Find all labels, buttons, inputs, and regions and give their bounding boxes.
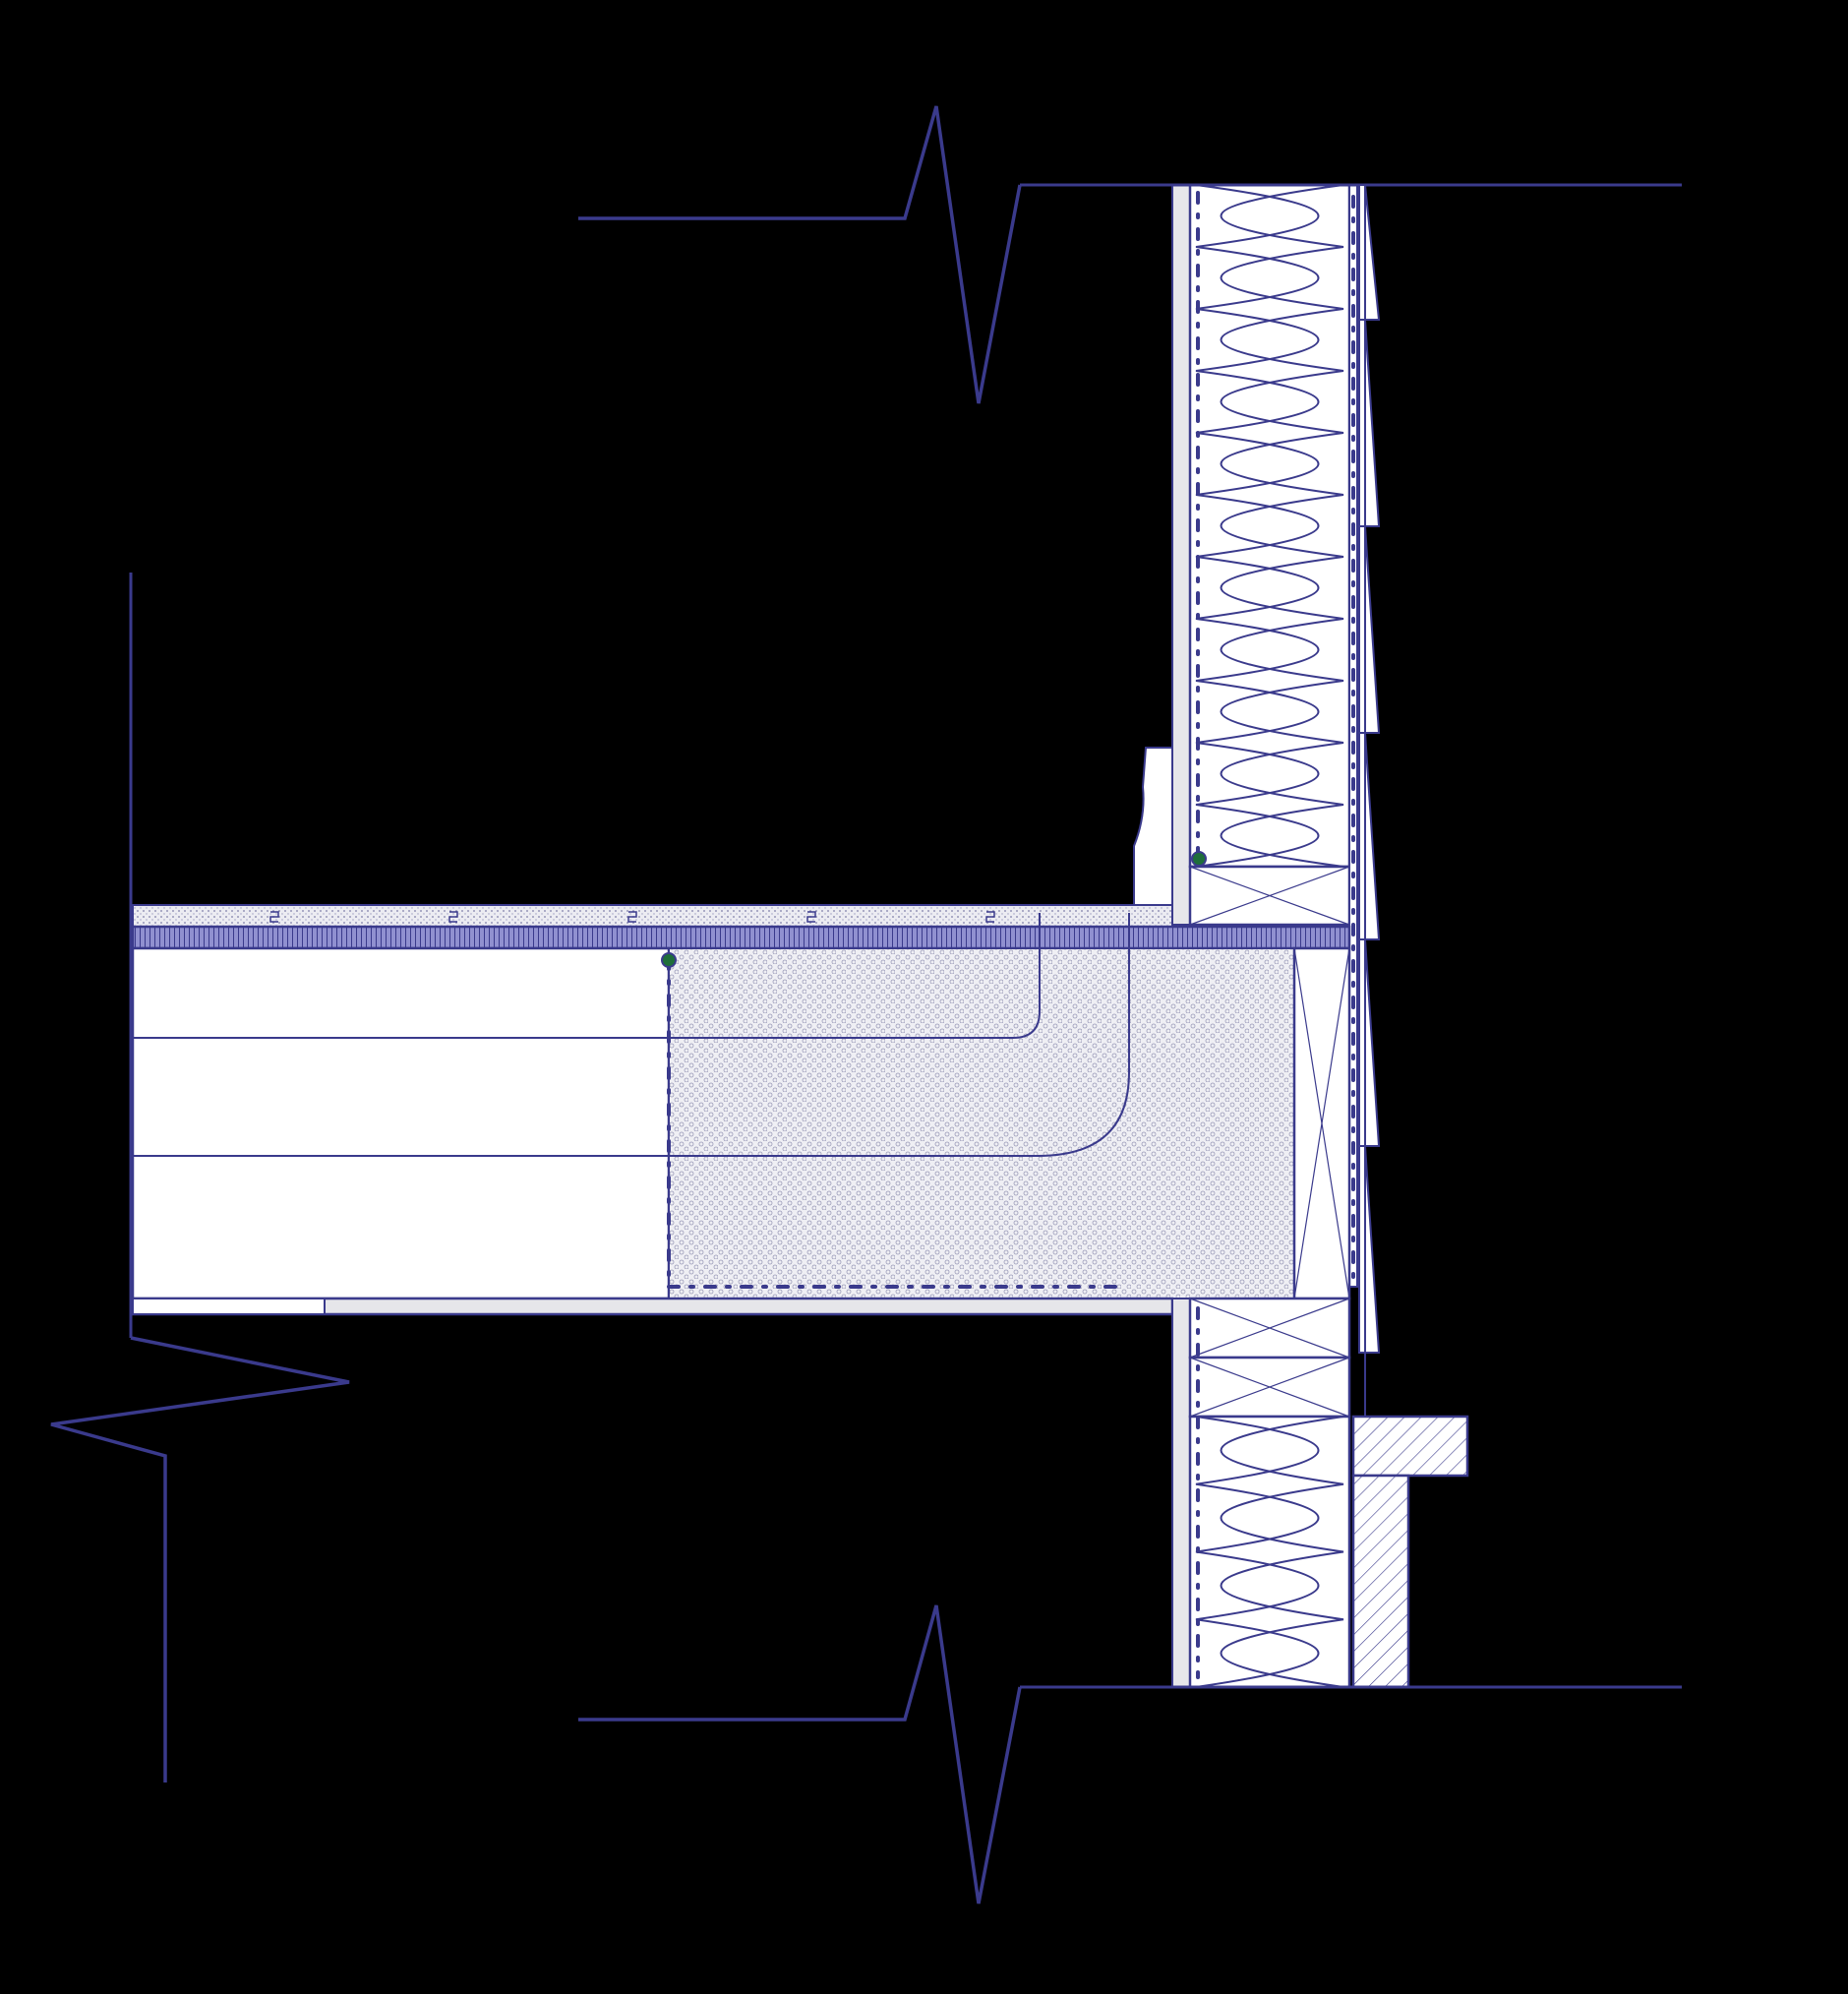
screed-clip-4	[806, 911, 816, 923]
siding-board-1	[1358, 184, 1381, 321]
upper-break-line	[578, 105, 1022, 404]
upper-batt-insulation-box	[1188, 183, 1351, 869]
floor-joist-body	[131, 946, 671, 1300]
lower-batt-insulation-curve-b	[1220, 1416, 1344, 1688]
lower-batt-insulation-curve-a	[1195, 1416, 1320, 1688]
floor-screed-layer	[132, 904, 1173, 928]
ledger-board	[1351, 1415, 1469, 1478]
rim-joist-blocking-diag-b	[1293, 947, 1350, 1299]
lower-trim-board	[1351, 1474, 1410, 1689]
service-line-upper	[669, 913, 1041, 1039]
siding-board-5	[1358, 938, 1381, 1147]
lower-top-plate-2-diag-b	[1189, 1357, 1350, 1418]
lower-top-plate-1-diag-b	[1189, 1298, 1350, 1359]
screed-clip-1	[269, 911, 279, 923]
lower-batt-insulation-box	[1188, 1415, 1351, 1689]
floor-slab-section	[129, 573, 1351, 1338]
break-lines	[50, 105, 1022, 1904]
subfloor-band	[131, 925, 1351, 950]
sealant-bead-wall	[1191, 851, 1207, 867]
screed-clip-3	[627, 911, 637, 923]
upper-wall-section	[1020, 183, 1682, 1288]
upper-drywall	[1171, 184, 1191, 926]
lower-drywall	[1171, 1298, 1191, 1688]
upper-batt-insulation-curve-b	[1220, 184, 1344, 868]
sealant-beads	[661, 851, 1207, 968]
screed-clip-2	[448, 911, 458, 923]
siding-board-2	[1358, 319, 1381, 527]
siding-board-3	[1358, 525, 1381, 734]
cladding-siding	[1358, 184, 1381, 1417]
upper-bottom-plate-diag-b	[1189, 866, 1350, 926]
left-break-line	[50, 1336, 350, 1783]
floor-stippled-insulation	[668, 947, 1295, 1299]
ceiling-end-trim	[132, 1298, 326, 1315]
sealant-bead-floor	[661, 952, 677, 968]
floor-air-barrier	[667, 957, 1123, 1289]
siding-board-6	[1358, 1145, 1381, 1354]
upper-batt-insulation-curve-a	[1195, 184, 1320, 868]
baseboard-trim	[1133, 747, 1173, 906]
lower-wall-section	[1020, 1297, 1682, 1689]
siding-board-4	[1358, 732, 1381, 940]
lower-break-line	[578, 1604, 1022, 1904]
service-line-lower	[669, 913, 1130, 1157]
screed-clip-5	[985, 911, 995, 923]
